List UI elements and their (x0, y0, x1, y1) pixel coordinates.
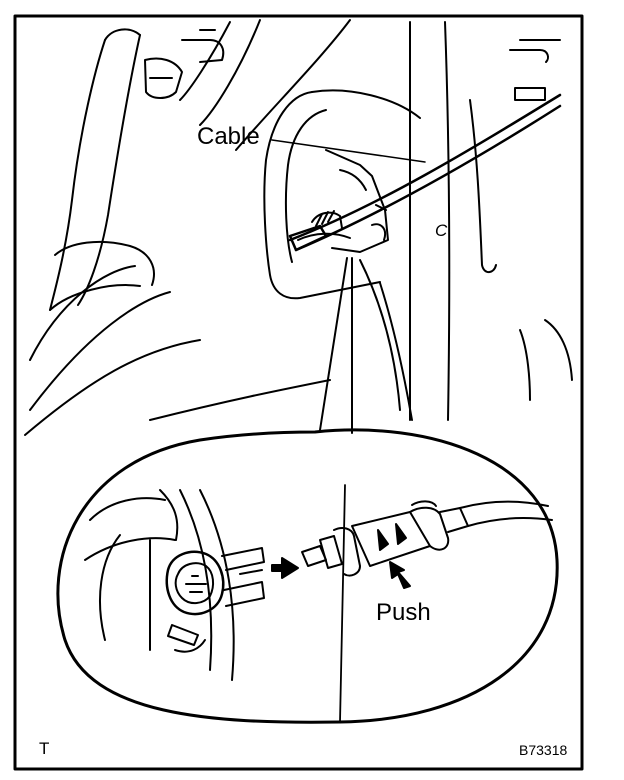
cable-end-fitting (301, 500, 469, 577)
push-label: Push (376, 599, 431, 626)
figure-frame (13, 14, 584, 771)
callout-outline (56, 428, 559, 724)
corner-mark-label: T (39, 739, 50, 758)
cable-label: Cable (197, 123, 260, 150)
callout-connector (319, 257, 348, 431)
figure-code-label: B73318 (519, 742, 568, 758)
c-mark-label: C (435, 221, 448, 240)
upper-door-view (24, 19, 573, 436)
push-arrow (389, 561, 411, 589)
detail-callout (56, 428, 559, 724)
cable-leader-line (271, 139, 426, 163)
insert-arrow (271, 557, 299, 579)
